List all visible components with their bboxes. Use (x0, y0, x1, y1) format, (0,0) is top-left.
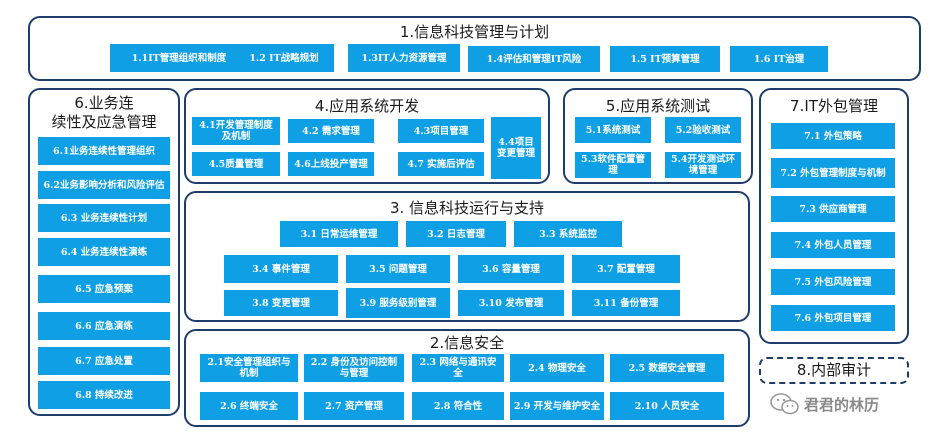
box-7-1: 7.1 外包策略 (771, 123, 895, 149)
wechat-icon (770, 393, 800, 415)
box-2-4: 2.4 物理安全 (510, 354, 604, 382)
group-title: 7.IT外包管理 (790, 97, 878, 115)
box-3-3: 3.3 系统监控 (514, 221, 622, 247)
box-3-11: 3.11 备份管理 (572, 290, 680, 316)
box-3-7: 3.7 配置管理 (572, 255, 680, 283)
box-5-1: 5.1系统测试 (575, 117, 651, 143)
box-4-7: 4.7 实施后评估 (398, 152, 484, 176)
box-2-8: 2.8 符合性 (412, 392, 504, 420)
group-title-line2: 续性及应急管理 (51, 113, 157, 131)
box-2-5: 2.5 数据安全管理 (610, 354, 724, 382)
box-1-1: 1.1IT管理组织和制度 (110, 44, 248, 72)
box-1-6: 1.6 IT治理 (730, 46, 828, 72)
group-title: 1.信息科技管理与计划 (399, 23, 550, 41)
box-2-7: 2.7 资产管理 (304, 392, 404, 420)
group-internal-audit: 8.内部审计 (759, 357, 909, 384)
box-6-1: 6.1业务连续性管理组织 (38, 137, 170, 165)
box-3-10: 3.10 发布管理 (458, 290, 564, 316)
box-3-2: 3.2 日志管理 (406, 221, 506, 247)
group-title: 2.信息安全 (429, 334, 505, 352)
box-7-5: 7.5 外包风险管理 (771, 269, 895, 295)
box-1-3: 1.3IT人力资源管理 (348, 44, 460, 72)
box-4-2: 4.2 需求管理 (288, 119, 374, 143)
box-7-3: 7.3 供应商管理 (771, 196, 895, 222)
box-3-4: 3.4 事件管理 (224, 255, 338, 283)
box-2-2: 2.2 身份及访问控制与管理 (304, 354, 404, 382)
group-it-outsourcing: 7.IT外包管理 7.1 外包策略 7.2 外包管理制度与机制 7.3 供应商管… (759, 88, 909, 344)
box-4-3: 4.3项目管理 (398, 119, 484, 143)
group-title: 3. 信息科技运行与支持 (389, 199, 545, 217)
group-app-development: 4.应用系统开发 4.1开发管理制度及机制 4.2 需求管理 4.3项目管理 4… (184, 88, 550, 184)
box-1-5: 1.5 IT预算管理 (610, 46, 720, 72)
box-3-9: 3.9 服务级别管理 (346, 288, 450, 318)
watermark: 君君的林历 (770, 393, 879, 415)
box-6-2: 6.2业务影响分析和风险评估 (38, 171, 170, 199)
box-2-3: 2.3 网络与通讯安全 (412, 354, 504, 382)
box-2-1: 2.1安全管理组织与机制 (200, 354, 298, 382)
box-4-6: 4.6上线投产管理 (288, 152, 374, 176)
box-4-5: 4.5质量管理 (192, 152, 280, 176)
group-title: 5.应用系统测试 (605, 97, 711, 115)
group-title-line1: 6.业务连 (74, 94, 134, 112)
box-2-10: 2.10 人员安全 (610, 392, 724, 420)
box-4-4: 4.4项目变更管理 (491, 117, 541, 179)
box-6-4: 6.4 业务连续性演练 (38, 238, 170, 266)
box-5-3: 5.3软件配置管理 (575, 152, 651, 178)
group-title: 8.内部审计 (796, 361, 872, 379)
box-6-6: 6.6 应急演练 (38, 312, 170, 340)
box-6-3: 6.3 业务连续性计划 (38, 204, 170, 232)
box-5-4: 5.4开发测试环境管理 (665, 152, 741, 178)
box-4-1: 4.1开发管理制度及机制 (192, 117, 280, 145)
box-7-2: 7.2 外包管理制度与机制 (771, 158, 895, 188)
box-5-2: 5.2验收测试 (665, 117, 741, 143)
box-2-6: 2.6 终端安全 (200, 392, 298, 420)
box-7-6: 7.6 外包项目管理 (771, 305, 895, 331)
box-6-8: 6.8 持续改进 (38, 381, 170, 409)
box-7-4: 7.4 外包人员管理 (771, 232, 895, 258)
box-1-2: 1.2 IT战略规划 (234, 44, 334, 72)
box-6-7: 6.7 应急处置 (38, 347, 170, 375)
group-it-management-planning: 1.信息科技管理与计划 1.1IT管理组织和制度 1.2 IT战略规划 1.3I… (28, 16, 921, 81)
box-3-6: 3.6 容量管理 (458, 255, 564, 283)
box-1-4: 1.4评估和管理IT风险 (468, 46, 600, 72)
box-3-1: 3.1 日常运维管理 (280, 221, 398, 247)
box-2-9: 2.9 开发与维护安全 (510, 392, 604, 420)
group-title: 4.应用系统开发 (314, 97, 420, 115)
group-business-continuity: 6.业务连 续性及应急管理 6.1业务连续性管理组织 6.2业务影响分析和风险评… (28, 88, 180, 416)
group-it-operations: 3. 信息科技运行与支持 3.1 日常运维管理 3.2 日志管理 3.3 系统监… (184, 191, 750, 322)
group-info-security: 2.信息安全 2.1安全管理组织与机制 2.2 身份及访问控制与管理 2.3 网… (184, 329, 750, 427)
box-6-5: 6.5 应急预案 (38, 275, 170, 303)
group-app-testing: 5.应用系统测试 5.1系统测试 5.2验收测试 5.3软件配置管理 5.4开发… (563, 88, 753, 184)
box-3-5: 3.5 问题管理 (346, 255, 450, 283)
box-3-8: 3.8 变更管理 (224, 290, 338, 316)
watermark-text: 君君的林历 (804, 395, 880, 414)
